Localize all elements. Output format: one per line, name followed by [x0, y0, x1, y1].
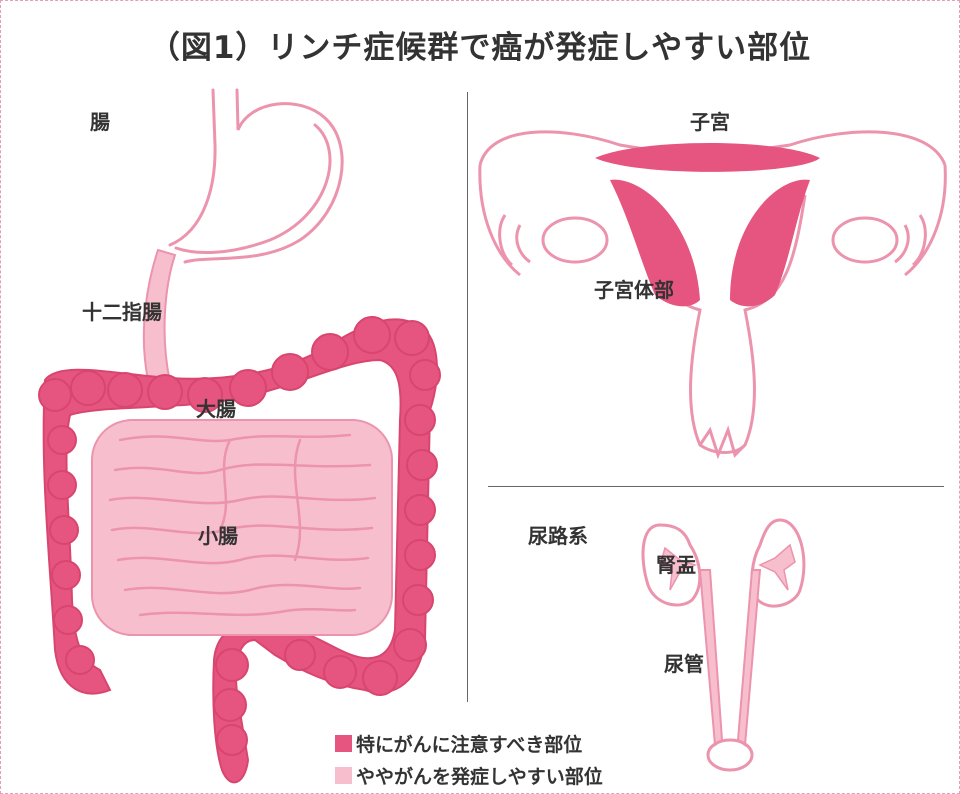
- uterine-body-label: 子宮体部: [594, 274, 674, 303]
- ovaries-shape: [500, 215, 926, 265]
- bladder-shape: [708, 740, 752, 770]
- vertical-divider: [467, 92, 468, 702]
- legend-item-high-risk: 特にがんに注意すべき部位: [335, 727, 603, 759]
- duodenum-label: 十二指腸: [82, 296, 162, 325]
- legend-text-high-risk: 特にがんに注意すべき部位: [356, 730, 582, 757]
- uterus-heading: 子宮: [690, 106, 730, 135]
- legend-item-moderate-risk: ややがんを発症しやすい部位: [335, 759, 603, 791]
- small-intestine-label: 小腸: [198, 520, 238, 549]
- legend-swatch-high-risk: [335, 735, 352, 752]
- intestine-heading: 腸: [90, 106, 110, 135]
- legend-swatch-moderate-risk: [335, 767, 352, 784]
- legend: 特にがんに注意すべき部位 ややがんを発症しやすい部位: [335, 727, 603, 791]
- legend-text-moderate-risk: ややがんを発症しやすい部位: [356, 762, 603, 789]
- ureter-label: 尿管: [664, 648, 704, 677]
- ureters-shape: [700, 570, 760, 745]
- uterus-outline: [480, 132, 945, 455]
- stomach-esophagus: [170, 90, 342, 262]
- urinary-heading: 尿路系: [528, 520, 588, 549]
- large-intestine-label: 大腸: [196, 393, 236, 422]
- horizontal-divider: [488, 486, 944, 487]
- renal-pelvis-label: 腎盂: [656, 549, 696, 578]
